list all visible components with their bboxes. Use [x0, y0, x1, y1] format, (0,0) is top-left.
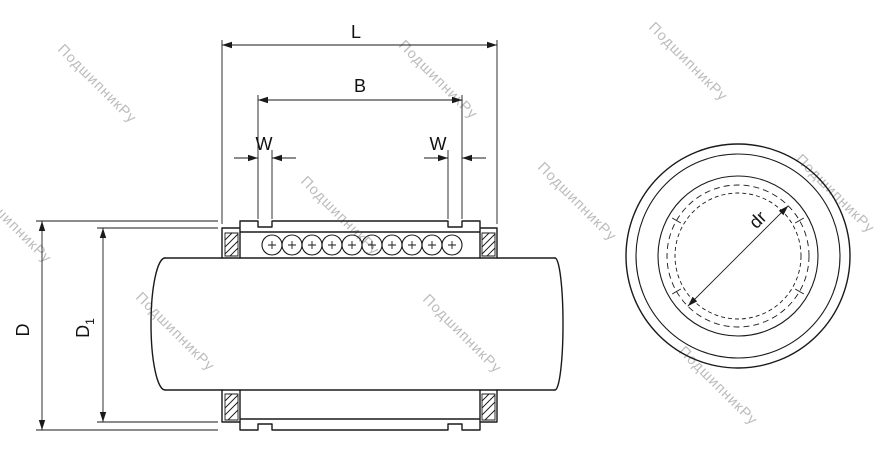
dim-L-arrow-right — [487, 41, 497, 49]
shaft-left-end-arc — [150, 257, 166, 391]
bearing-outline-bottom — [221, 389, 498, 431]
seal-hatch-top-right — [481, 232, 496, 257]
dim-L: L — [221, 22, 498, 224]
ball-center-marks — [268, 241, 456, 249]
watermark-text: ПодшипникРу — [534, 160, 619, 245]
dim-W-left: W — [234, 134, 296, 219]
dim-D-extension-lines — [36, 220, 218, 431]
watermark-text: ПодшипникРу — [419, 292, 504, 377]
watermark-text: ПодшипникРу — [132, 290, 217, 375]
dim-D: D — [13, 220, 218, 431]
dim-dr-arrow-upper — [778, 205, 789, 216]
dim-D-arrow-top — [38, 221, 46, 231]
dim-dr: dr — [687, 205, 789, 307]
shaft-outline — [164, 257, 556, 391]
seal-hatch-lines — [224, 393, 239, 421]
watermark-text: ПодшипникРу — [0, 182, 54, 267]
dim-D1-label: D1 — [73, 318, 97, 338]
shaft — [150, 257, 564, 391]
dim-W-right-arrow-b — [462, 154, 472, 162]
dim-W-left-label: W — [256, 134, 273, 154]
dim-B-label: B — [354, 76, 366, 96]
dim-dr-line — [687, 205, 789, 307]
seal-hatch-lines — [224, 232, 239, 257]
watermark-text: ПодшипникРу — [54, 42, 139, 127]
dim-D1-arrow-top — [99, 228, 107, 238]
dim-W-right: W — [424, 134, 486, 219]
shaft-right-end-arc — [554, 257, 564, 391]
seal-outline — [481, 393, 496, 421]
dim-D-arrow-bottom — [38, 420, 46, 430]
side-view: L B W W — [13, 22, 564, 431]
bearing-body — [221, 220, 498, 431]
dim-W-right-arrow-a — [438, 154, 448, 162]
seal-hatch-top-left — [224, 232, 239, 257]
watermark-text: ПодшипникРу — [297, 174, 382, 259]
seal-outline — [481, 232, 496, 257]
dim-L-extension-lines — [221, 40, 498, 224]
dim-D1-label-sub: 1 — [83, 318, 97, 325]
dim-dr-label: dr — [745, 207, 770, 232]
seal-notch-marks — [671, 217, 805, 295]
dim-W-right-label: W — [430, 134, 447, 154]
dim-D1-extension-lines — [97, 227, 218, 423]
dim-L-arrow-left — [222, 41, 232, 49]
dim-D1-arrow-bottom — [99, 412, 107, 422]
dim-L-label: L — [351, 22, 361, 42]
seal-outline — [224, 232, 239, 257]
dim-B-arrow-right — [452, 96, 462, 104]
dim-W-left-arrow-b — [272, 154, 282, 162]
inner-face-circle — [657, 175, 819, 337]
outer-ring-circle — [625, 143, 851, 369]
dim-B-extension-lines — [257, 95, 463, 219]
seal-hatch-lines — [481, 393, 496, 421]
seal-hatch-bottom-right — [481, 393, 496, 421]
ball-track-circle — [666, 184, 810, 328]
ball — [441, 234, 463, 256]
dim-D1-label-base: D — [73, 325, 93, 338]
dim-dr-arrow-lower — [687, 296, 698, 307]
seal-outline — [224, 393, 239, 421]
outer-chamfer-circle — [635, 153, 841, 359]
ball-row — [261, 234, 463, 256]
bearing-outline-top — [221, 220, 498, 259]
dim-D1: D1 — [73, 227, 218, 423]
seal-hatch-lines — [481, 232, 496, 257]
dim-D-label: D — [13, 324, 33, 337]
dim-W-left-arrow-a — [248, 154, 258, 162]
seal-hatch-bottom-left — [224, 393, 239, 421]
bore-circle — [674, 192, 802, 320]
dim-B: B — [257, 76, 463, 219]
watermark-text: ПодшипникРу — [645, 20, 730, 105]
dim-B-arrow-left — [258, 96, 268, 104]
watermark-text: ПодшипникРу — [395, 38, 480, 123]
